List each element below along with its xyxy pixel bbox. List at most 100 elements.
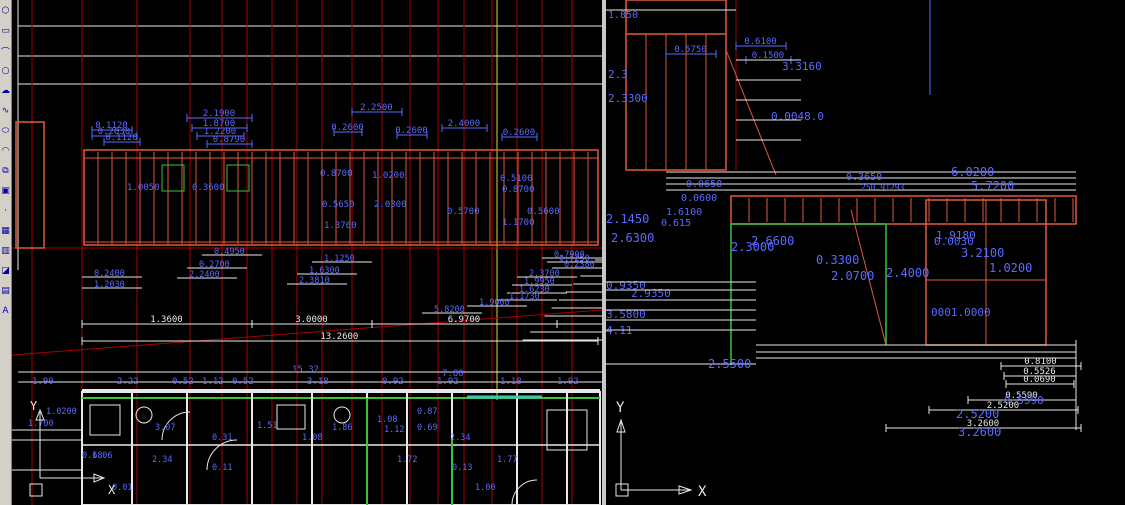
fixture-sink — [135, 406, 153, 424]
dimension-text: 0.8700 — [320, 169, 353, 179]
rectangle-icon[interactable]: ▭ — [1, 26, 10, 36]
dimension-text: 1.2030 — [94, 280, 125, 290]
viewport-divider[interactable] — [602, 0, 606, 505]
dimension-text: 1.92 — [557, 377, 579, 387]
dimension-text: 1.0050 — [127, 183, 160, 193]
door-swing — [206, 439, 238, 471]
ucs-arrow-y — [35, 408, 45, 421]
dimension-text: 0.31 — [212, 433, 232, 443]
dimension-text: 3.2100 — [961, 246, 1004, 260]
dimension-text: 3.0000 — [295, 315, 328, 325]
dimension-text: 0.8700 — [502, 185, 535, 195]
dimension-text: 2.4000 — [886, 266, 929, 280]
dimension-text: 0.3300 — [816, 253, 859, 267]
diagonal-line — [850, 209, 887, 346]
dimension-text: 2.3300 — [608, 92, 648, 105]
drawing-canvas-left[interactable]: 0.11200.20300.11202.19001.87001.22000.87… — [12, 0, 602, 505]
draw-toolbar: ⬡ ▭ ⌒ ○ ☁ ∿ ⬭ ◠ ⧉ ▣ · ▦ ▥ ◪ ▤ A — [0, 0, 12, 505]
ellipse-arc-icon[interactable]: ◠ — [1, 146, 10, 156]
grid-line — [12, 309, 602, 356]
dimension-text: 2.9350 — [631, 287, 671, 300]
gradient-icon[interactable]: ▥ — [1, 246, 10, 256]
dimension-text: 1.90 — [32, 377, 54, 387]
dimension-text: 1.8700 — [203, 119, 236, 129]
dimension-text: 1.9000 — [479, 298, 510, 308]
region-icon[interactable]: ◪ — [1, 266, 10, 276]
ucs-arrow-x — [93, 473, 106, 483]
revcloud-icon[interactable]: ☁ — [1, 86, 10, 96]
side-panel — [15, 121, 45, 249]
dimension-text: 2.0300 — [374, 200, 407, 210]
ellipse-icon[interactable]: ⬭ — [1, 126, 10, 136]
circle-icon[interactable]: ○ — [1, 66, 10, 76]
drawing-canvas-right[interactable]: 1.8500.61000.57500.15003.31602.32.33000.… — [606, 0, 1125, 505]
dimension-text: 1.12 — [202, 377, 224, 387]
table-icon[interactable]: ▤ — [1, 286, 10, 296]
make-block-icon[interactable]: ▣ — [1, 186, 10, 196]
dimension-text: 0.01 — [112, 483, 132, 493]
dimension-text: 0.52 — [232, 377, 254, 387]
dimension-text: 0.69 — [417, 423, 437, 433]
dimension-text: 2.5500 — [708, 357, 751, 371]
fixture-table — [546, 409, 588, 451]
elevation-frame — [625, 0, 727, 171]
dimension-text: 0.0048.0 — [771, 110, 824, 123]
dimension-text: 1.12 — [384, 425, 404, 435]
dimension-text: 0.68 — [82, 451, 102, 461]
dimension-text: 1.9180 — [936, 229, 976, 242]
dimension-text: 7.80 — [442, 369, 464, 379]
insert-block-icon[interactable]: ⧉ — [2, 166, 9, 176]
ucs-origin — [615, 483, 629, 497]
hatch-icon[interactable]: ▦ — [1, 226, 10, 236]
dimension-text: 0.2380 — [564, 260, 595, 270]
dimension-text: 0.5600 — [527, 207, 560, 217]
point-icon[interactable]: · — [4, 206, 7, 216]
dimension-text: 2.6600 — [751, 234, 794, 248]
multiline-text-icon[interactable]: A — [2, 306, 9, 316]
door-swing — [511, 479, 538, 505]
dimension-text: 3.2600 — [967, 419, 1000, 429]
dimension-text: 1.0200 — [372, 171, 405, 181]
dimension-text: 0.87 — [417, 407, 437, 417]
dimension-text: 6.0200 — [951, 165, 994, 179]
dimension-text: 1.1730 — [509, 292, 540, 302]
dimension-text: 1.6300 — [309, 266, 340, 276]
ucs-label-x: X — [108, 483, 116, 497]
polygon-icon[interactable]: ⬡ — [1, 6, 10, 16]
dimension-text: 0.3650 — [846, 172, 882, 183]
dimension-text: 0.5750 — [674, 45, 707, 55]
dimension-text: 1.0200 — [46, 407, 77, 417]
dimension-text: 1.2200 — [204, 127, 237, 137]
dimension-text: 0001.0000 — [931, 306, 991, 319]
dimension-text: 1.700 — [28, 419, 54, 429]
dimension-text: 2.5200 — [987, 401, 1020, 411]
dimension-text: 0.0650 — [686, 179, 722, 190]
dimension-text: 0.5100 — [500, 174, 533, 184]
ucs-label-y: Y — [616, 400, 625, 416]
dimension-text: 0.2600 — [395, 126, 428, 136]
dimension-text: 2.34 — [152, 455, 172, 465]
dimension-text: 1.18 — [500, 377, 522, 387]
dimension-text: 0.92 — [382, 377, 404, 387]
dimension-text: 1.9950 — [524, 277, 555, 287]
dimension-text: 2.2500 — [360, 103, 393, 113]
dimension-text: 3.5800 — [606, 308, 646, 321]
dimension-text: 2.0700 — [831, 269, 874, 283]
dimension-text: 1.6230 — [519, 285, 550, 295]
dimension-text: 0.5590 — [1004, 394, 1044, 407]
spline-icon[interactable]: ∿ — [1, 106, 10, 116]
arc-icon[interactable]: ⌒ — [0, 47, 10, 58]
dimension-text: 0.5590 — [1005, 391, 1038, 401]
dimension-text: 0.52 — [172, 377, 194, 387]
dimension-text: 1.1700 — [502, 218, 535, 228]
dimension-text: 2.1900 — [203, 109, 236, 119]
dimension-text: 0.11 — [212, 463, 232, 473]
dimension-text: 0.2030 — [98, 127, 131, 137]
dimension-text: 0.6100 — [744, 37, 777, 47]
dimension-text: 0.5526 — [1023, 367, 1056, 377]
dimension-text: 0.4950 — [214, 247, 245, 257]
dimension-text: 1.08 — [302, 433, 322, 443]
dimension-text: 250.91293 — [861, 183, 905, 192]
